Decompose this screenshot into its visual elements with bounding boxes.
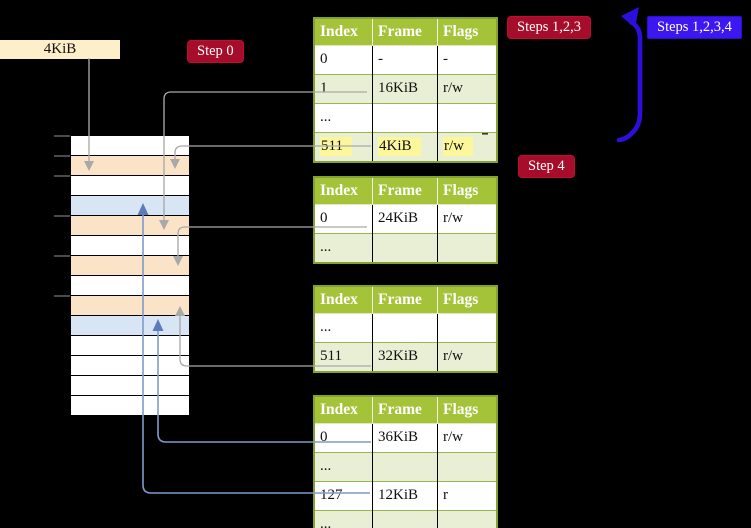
table-cell: r/w	[437, 132, 497, 162]
memory-frame-white	[71, 175, 189, 195]
memory-frame-white	[71, 335, 189, 355]
table-cell	[372, 103, 438, 133]
frame-size-label: 4KiB	[0, 40, 120, 59]
column-header-index: Index	[314, 286, 373, 314]
table-cell	[437, 510, 497, 528]
column-header-index: Index	[314, 18, 373, 46]
label-step-0: Step 0	[187, 40, 244, 63]
recursion-arrow	[616, 19, 643, 143]
table-cell: ...	[314, 452, 373, 482]
table-row: 0 --	[314, 45, 497, 75]
table-cell: r/w	[437, 423, 497, 453]
table-cell: -	[437, 45, 497, 75]
memory-boundary-tick	[54, 135, 70, 137]
memory-boundary-tick	[54, 295, 70, 297]
column-header-index: Index	[314, 396, 373, 424]
table-cell: 32KiB	[372, 342, 438, 372]
column-header-frame: Frame	[372, 18, 438, 46]
column-header-index: Index	[314, 177, 373, 205]
table-cell: 0	[320, 50, 328, 67]
table-cell: 0	[320, 428, 328, 445]
memory-boundary-tick	[54, 175, 70, 177]
table-row: ...	[314, 103, 497, 133]
label-step-4: Step 4	[518, 155, 575, 178]
memory-frame-white	[71, 355, 189, 375]
table-row: ...	[314, 452, 497, 482]
table-cell: 511	[314, 132, 373, 162]
table-cell: 16KiB	[372, 74, 438, 104]
table-cell: r	[437, 481, 497, 511]
table-cell: r/w	[437, 342, 497, 372]
table-cell: ...	[314, 510, 373, 528]
label-steps-1-2-3-4: Steps 1,2,3,4	[647, 16, 742, 39]
memory-frame-blue	[71, 195, 189, 215]
memory-boundary-tick	[54, 215, 70, 217]
label-steps-1-2-3: Steps 1,2,3	[507, 16, 592, 39]
table-cell	[437, 452, 497, 482]
table-cell: 1	[314, 74, 373, 104]
table-cell: 511	[314, 342, 373, 372]
table-cell	[437, 313, 497, 343]
physical-memory-column	[70, 135, 190, 416]
table-cell: 0	[320, 209, 328, 226]
recursion-arrowhead-icon	[621, 7, 639, 28]
table-cell	[372, 510, 438, 528]
table-cell: r/w	[437, 74, 497, 104]
memory-frame-orange	[71, 155, 189, 175]
column-header-frame: Frame	[372, 286, 438, 314]
memory-frame-white	[71, 136, 189, 155]
memory-frame-white	[71, 375, 189, 395]
table-cell: 36KiB	[372, 423, 438, 453]
table-cell: 12KiB	[372, 481, 438, 511]
table-row: ...	[314, 510, 497, 528]
table-cell: 24KiB	[372, 204, 438, 234]
memory-boundary-tick	[54, 255, 70, 257]
memory-frame-orange	[71, 215, 189, 235]
memory-frame-white	[71, 395, 189, 415]
highlighted-value: 4KiB	[378, 136, 421, 156]
highlighted-value: 511	[320, 136, 352, 156]
column-header-flags: Flags	[437, 396, 497, 424]
memory-frame-orange	[71, 255, 189, 275]
frame-size-label-text: 4KiB	[43, 41, 77, 57]
memory-frame-blue	[71, 315, 189, 335]
highlighted-value: r/w	[443, 136, 473, 156]
table-row: ...	[314, 313, 497, 343]
column-header-flags: Flags	[437, 177, 497, 205]
table-cell: -	[372, 45, 438, 75]
column-header-flags: Flags	[437, 18, 497, 46]
column-header-frame: Frame	[372, 396, 438, 424]
memory-frame-white	[71, 235, 189, 255]
table-cell: ...	[320, 318, 332, 335]
table-cell: 4KiB	[372, 132, 438, 162]
memory-frame-white	[71, 275, 189, 295]
table-row: ...	[314, 233, 497, 263]
memory-frame-orange	[71, 295, 189, 315]
column-header-frame: Frame	[372, 177, 438, 205]
table-cell: r/w	[437, 204, 497, 234]
table-row: 511 4KiB r/w	[314, 132, 497, 162]
table-cell: ...	[314, 233, 373, 263]
table-cell	[437, 103, 497, 133]
table-cell	[372, 233, 438, 263]
table-cell	[372, 452, 438, 482]
column-header-flags: Flags	[437, 286, 497, 314]
table-cell: 127	[314, 481, 373, 511]
table-cell	[372, 313, 438, 343]
table-cell: ...	[314, 103, 373, 133]
memory-boundary-tick	[54, 155, 70, 157]
table-cell	[437, 233, 497, 263]
